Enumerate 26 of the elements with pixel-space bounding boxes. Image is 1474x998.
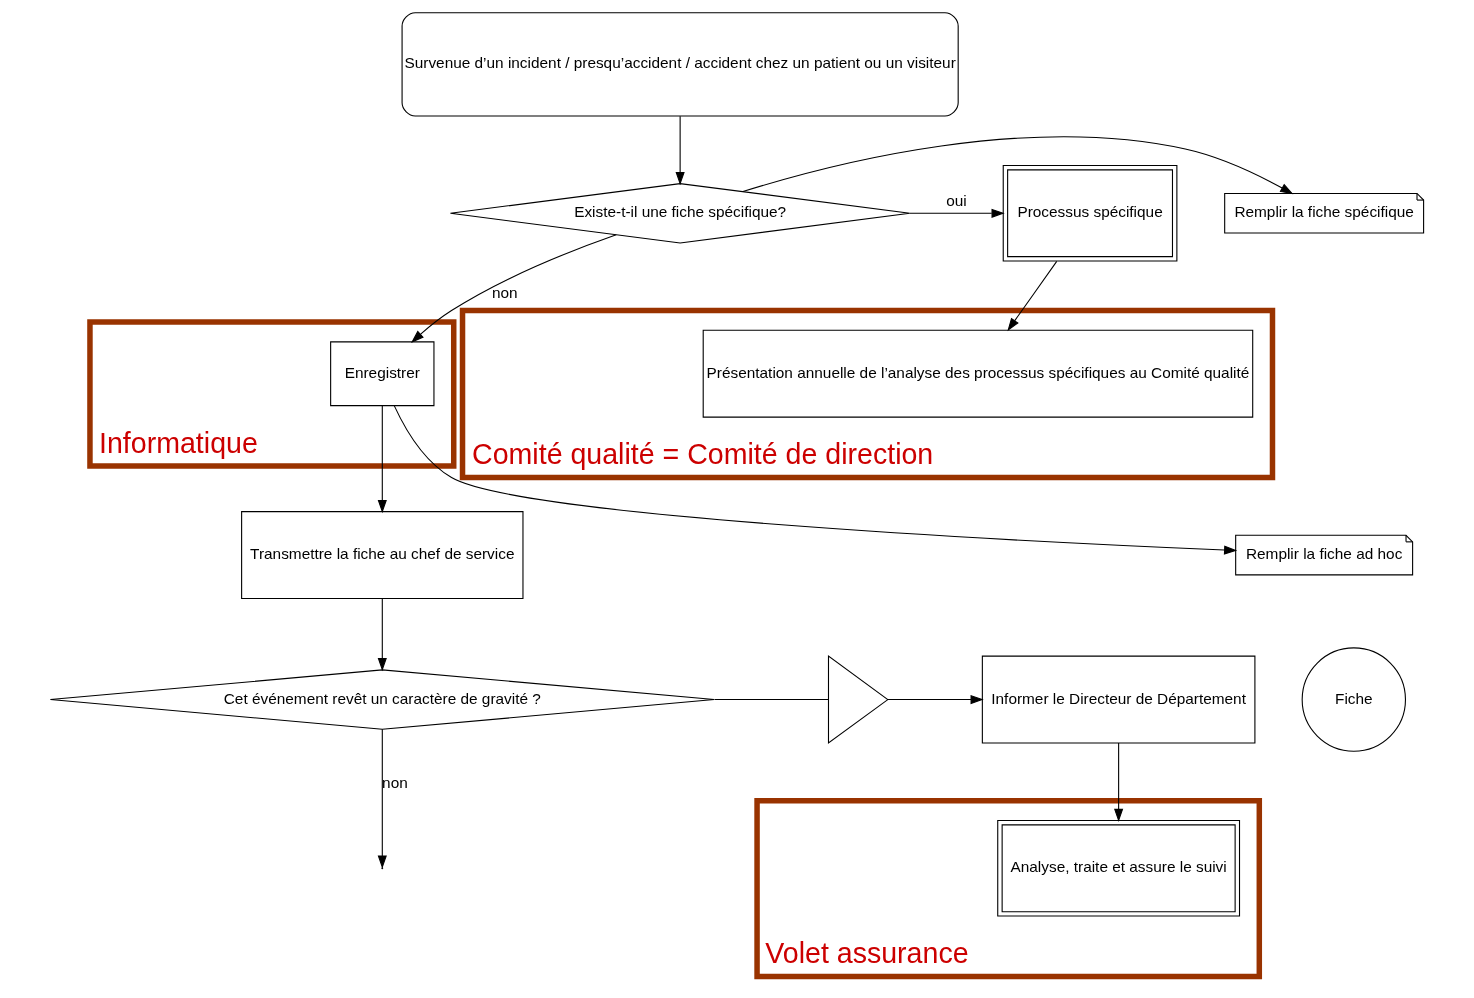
node-diamond: Cet événement revêt un caractère de gravité ?: [49, 669, 715, 730]
connector: [713, 699, 829, 701]
arrow: [377, 728, 387, 869]
node-box: Processus spécifique: [1002, 164, 1178, 262]
node-box: Transmettre la fiche au chef de service: [241, 511, 524, 599]
arrow: [742, 136, 1294, 195]
node-triangle: [827, 655, 889, 745]
arrow: [377, 597, 387, 672]
arrow: [1007, 260, 1058, 332]
node-box: Analyse, traite et assure le suivi: [997, 819, 1241, 917]
edge-label: oui: [946, 191, 967, 209]
arrow: [675, 115, 685, 186]
arrow: [377, 405, 387, 514]
node-box: Survenue d’un incident / presqu’accident / accident chez un patient ou un visiteur: [401, 12, 959, 117]
node-box: Informer le Directeur de Département: [981, 655, 1256, 744]
edge-label: non: [492, 283, 518, 301]
node-box: Présentation annuelle de l’analyse des processus spécifiques au Comité qualité: [702, 329, 1254, 418]
arrow: [393, 405, 1238, 555]
node-circle: Fiche: [1301, 647, 1406, 752]
arrow: [410, 234, 617, 343]
arrow: [1114, 742, 1124, 823]
node-box: Enregistrer: [330, 341, 435, 407]
edge-label: non: [382, 773, 408, 791]
node-diamond: Existe-t-il une fiche spécifique?: [449, 183, 911, 244]
arrow: [887, 694, 984, 705]
arrow: [909, 208, 1005, 218]
